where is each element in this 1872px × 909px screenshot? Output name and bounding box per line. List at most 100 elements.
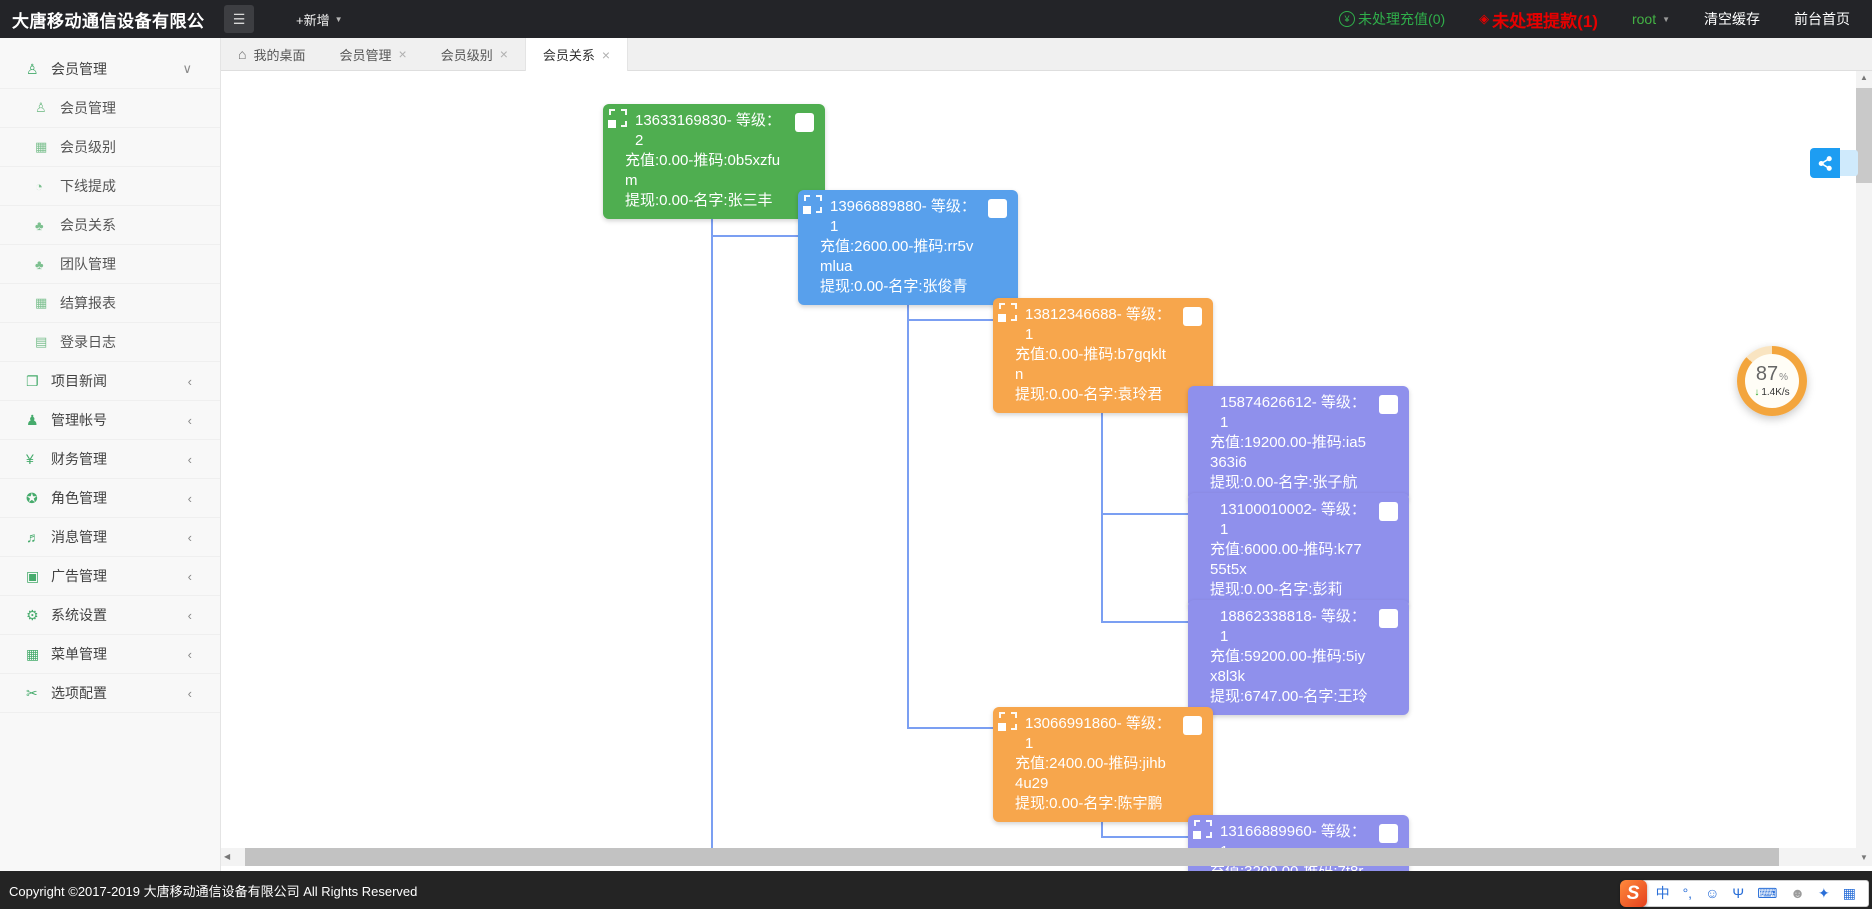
horizontal-scrollbar[interactable]: ◀	[221, 848, 1856, 866]
sidebar-item-message-management[interactable]: ♬消息管理‹	[0, 518, 220, 557]
yen-icon: ¥	[26, 451, 51, 467]
collapse-icon[interactable]	[1194, 820, 1212, 838]
chevron-left-icon: ‹	[188, 686, 192, 701]
sogou-icon-panel: 中 °, ☺ Ψ ⌨ ☻ ✦ ▦	[1641, 880, 1869, 907]
sidebar-item-role-management[interactable]: ✪角色管理‹	[0, 479, 220, 518]
sidebar-item-member-relation[interactable]: ♣会员关系	[0, 206, 220, 245]
skin-icon[interactable]: ✦	[1818, 881, 1830, 906]
tree-node-13100010002[interactable]: 13100010002- 等级：1充值:6000.00-推码:k7755t5x提…	[1188, 493, 1409, 608]
tree-node-13812346688[interactable]: 13812346688- 等级：1充值:0.00-推码:b7gqkltn提现:0…	[993, 298, 1213, 413]
pending-recharge-link[interactable]: ¥ 未处理充值(0)	[1339, 9, 1445, 29]
chevron-left-icon: ‹	[188, 374, 192, 389]
node-withdraw-line: 提现:6747.00-名字:王玲	[1210, 687, 1369, 707]
sidebar-item-admin-accounts[interactable]: ♟管理帐号‹	[0, 401, 220, 440]
tree-connector	[711, 175, 713, 848]
node-checkbox[interactable]	[1379, 395, 1398, 414]
collapse-icon[interactable]	[804, 195, 822, 213]
tab-member-management[interactable]: 会员管理×	[322, 38, 423, 70]
scroll-up-arrow[interactable]: ▲	[1856, 70, 1872, 86]
sidebar-item-member-management[interactable]: ♙会员管理	[0, 89, 220, 128]
collapse-icon[interactable]	[999, 712, 1017, 730]
tab-member-relation[interactable]: 会员关系 ×	[525, 38, 628, 71]
account-icon[interactable]: ☻	[1790, 881, 1805, 906]
emoji-icon[interactable]: ☺	[1705, 881, 1719, 906]
tree-node-18862338818[interactable]: 18862338818- 等级：1充值:59200.00-推码:5iyx8l3k…	[1188, 600, 1409, 715]
horizontal-scrollbar-thumb[interactable]	[245, 848, 1779, 866]
scroll-down-arrow[interactable]: ▼	[1856, 850, 1872, 866]
sidebar-item-finance-management[interactable]: ¥财务管理‹	[0, 440, 220, 479]
punctuation-icon[interactable]: °,	[1683, 881, 1693, 906]
tree-node-15874626612[interactable]: 15874626612- 等级：1充值:19200.00-推码:ia5363i6…	[1188, 386, 1409, 501]
node-title: 13966889880- 等级：1	[820, 197, 978, 237]
tree-node-13966889880[interactable]: 13966889880- 等级：1充值:2600.00-推码:rr5vmlua提…	[798, 190, 1018, 305]
tree-node-13066991860[interactable]: 13066991860- 等级：1充值:2400.00-推码:jihb4u29提…	[993, 707, 1213, 822]
vertical-scrollbar[interactable]: ▲ ▼	[1856, 70, 1872, 866]
sidebar-item-member-level[interactable]: ▦会员级别	[0, 128, 220, 167]
tree-connector	[907, 727, 993, 729]
node-checkbox[interactable]	[1379, 824, 1398, 843]
tree-connector	[1101, 513, 1188, 515]
sidebar-item-settlement-report[interactable]: ▦结算报表	[0, 284, 220, 323]
mic-icon[interactable]: Ψ	[1732, 881, 1744, 906]
sidebar-item-ad-management[interactable]: ▣广告管理‹	[0, 557, 220, 596]
sidebar-item-member-management-group[interactable]: ♙会员管理∨	[0, 50, 220, 89]
sidebar-item-downline-commission[interactable]: ◔下线提成	[0, 167, 220, 206]
node-recharge-line: 充值:2600.00-推码:rr5vmlua	[820, 237, 978, 277]
close-icon[interactable]: ×	[500, 46, 508, 62]
add-new-button[interactable]: +新增 ▼	[296, 10, 343, 29]
tree-node-13633169830[interactable]: 13633169830- 等级：2充值:0.00-推码:0b5xzfum提现:0…	[603, 104, 825, 219]
user-icon: ♙	[26, 61, 51, 78]
ad-icon: ▣	[26, 568, 51, 585]
sidebar-item-team-management[interactable]: ♣团队管理	[0, 245, 220, 284]
node-checkbox[interactable]	[1379, 609, 1398, 628]
member-relation-canvas: 13633169830- 等级：2充值:0.00-推码:0b5xzfum提现:0…	[221, 70, 1872, 871]
node-checkbox[interactable]	[795, 113, 814, 132]
tree-icon: ♣	[35, 257, 60, 272]
tree-connector	[1101, 621, 1188, 623]
node-checkbox[interactable]	[1183, 307, 1202, 326]
clear-cache-button[interactable]: 清空缓存	[1704, 9, 1760, 29]
user-menu[interactable]: root ▼	[1632, 11, 1670, 27]
sogou-logo-icon[interactable]: S	[1620, 880, 1647, 907]
vertical-scrollbar-thumb[interactable]	[1856, 88, 1872, 183]
sidebar-item-label: 会员关系	[60, 215, 220, 235]
pending-withdraw-link[interactable]: ◈ 未处理提款(1)	[1479, 7, 1598, 32]
chevron-left-icon: ‹	[188, 491, 192, 506]
sidebar-item-system-settings[interactable]: ⚙系统设置‹	[0, 596, 220, 635]
front-home-link[interactable]: 前台首页	[1794, 9, 1850, 29]
sidebar-item-menu-management[interactable]: ▦菜单管理‹	[0, 635, 220, 674]
close-icon[interactable]: ×	[602, 47, 610, 63]
chevron-left-icon: ‹	[188, 452, 192, 467]
close-icon[interactable]: ×	[399, 46, 407, 62]
sidebar-toggle-button[interactable]: ☰	[224, 5, 254, 33]
tab-label: 我的桌面	[253, 45, 305, 64]
sidebar-item-login-log[interactable]: ▤登录日志	[0, 323, 220, 362]
node-checkbox[interactable]	[1379, 502, 1398, 521]
tab-desktop[interactable]: ⌂我的桌面	[221, 38, 322, 70]
tab-member-level[interactable]: 会员级别×	[424, 38, 525, 70]
node-recharge-line: 充值:19200.00-推码:ia5363i6	[1210, 433, 1369, 473]
scroll-left-arrow[interactable]: ◀	[224, 848, 240, 866]
top-header: 大唐移动通信设备有限公 ☰ +新增 ▼ ¥ 未处理充值(0) ◈ 未处理提款(1…	[0, 0, 1872, 38]
sidebar-item-options-config[interactable]: ✂选项配置‹	[0, 674, 220, 713]
sidebar-item-label: 财务管理	[51, 449, 188, 469]
tree-connector	[907, 282, 909, 729]
node-checkbox[interactable]	[988, 199, 1007, 218]
node-withdraw-line: 提现:0.00-名字:彭莉	[1210, 580, 1369, 600]
tree-icon: ♣	[35, 218, 60, 233]
toolbox-icon[interactable]: ▦	[1843, 881, 1856, 906]
chevron-left-icon: ‹	[188, 647, 192, 662]
chinese-mode-icon[interactable]: 中	[1656, 881, 1670, 906]
sidebar-item-project-news[interactable]: ❐项目新闻‹	[0, 362, 220, 401]
share-widget[interactable]	[1810, 148, 1858, 178]
collapse-icon[interactable]	[999, 303, 1017, 321]
tree-connector	[1101, 836, 1188, 838]
download-progress-widget[interactable]: 87% ↓ 1.4K/s	[1737, 346, 1807, 416]
collapse-icon[interactable]	[609, 109, 627, 127]
tab-label: 会员关系	[543, 45, 595, 64]
node-checkbox[interactable]	[1183, 716, 1202, 735]
users-icon: ♟	[26, 412, 51, 429]
keyboard-icon[interactable]: ⌨	[1757, 881, 1777, 906]
sidebar-item-label: 管理帐号	[51, 410, 188, 430]
node-recharge-line: 充值:0.00-推码:0b5xzfum	[625, 151, 785, 191]
